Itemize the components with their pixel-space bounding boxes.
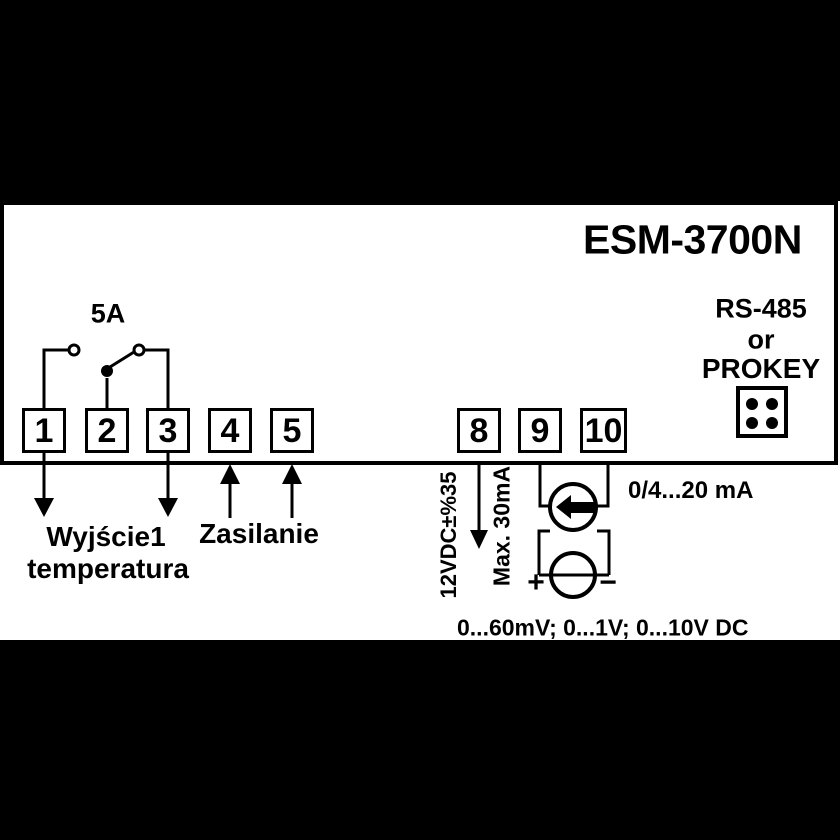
terminal-10: 10 [580,408,627,453]
polarity-plus-label: + [527,566,545,599]
current-output-range-label: 0/4...20 mA [628,477,754,504]
device-outline [0,201,838,465]
polarity-minus-label: − [599,566,617,599]
output1-label-line1: Wyjście1 [46,521,166,552]
terminal-2: 2 [85,408,129,453]
supply-voltage-label: 12VDC±%35 [436,471,461,599]
supply-max-current-label: Max. 30mA [488,465,515,587]
voltage-input-range-label: 0...60mV; 0...1V; 0...10V DC [457,614,749,641]
output1-label-line2: temperatura [27,553,189,584]
comm-or-label: or [747,324,775,355]
comm-prokey-label: PROKEY [701,353,821,384]
device-model-title: ESM-3700N [583,216,802,263]
diagram-background [0,201,840,640]
terminal-3: 3 [146,408,190,453]
terminal-9: 9 [518,408,562,453]
terminal-8: 8 [457,408,501,453]
terminal-1: 1 [22,408,66,453]
comm-rs485-label: RS-485 [715,293,807,324]
relay-rating-label: 5A [90,298,126,329]
power-label: Zasilanie [199,518,319,549]
terminal-5: 5 [270,408,314,453]
terminal-4: 4 [208,408,252,453]
